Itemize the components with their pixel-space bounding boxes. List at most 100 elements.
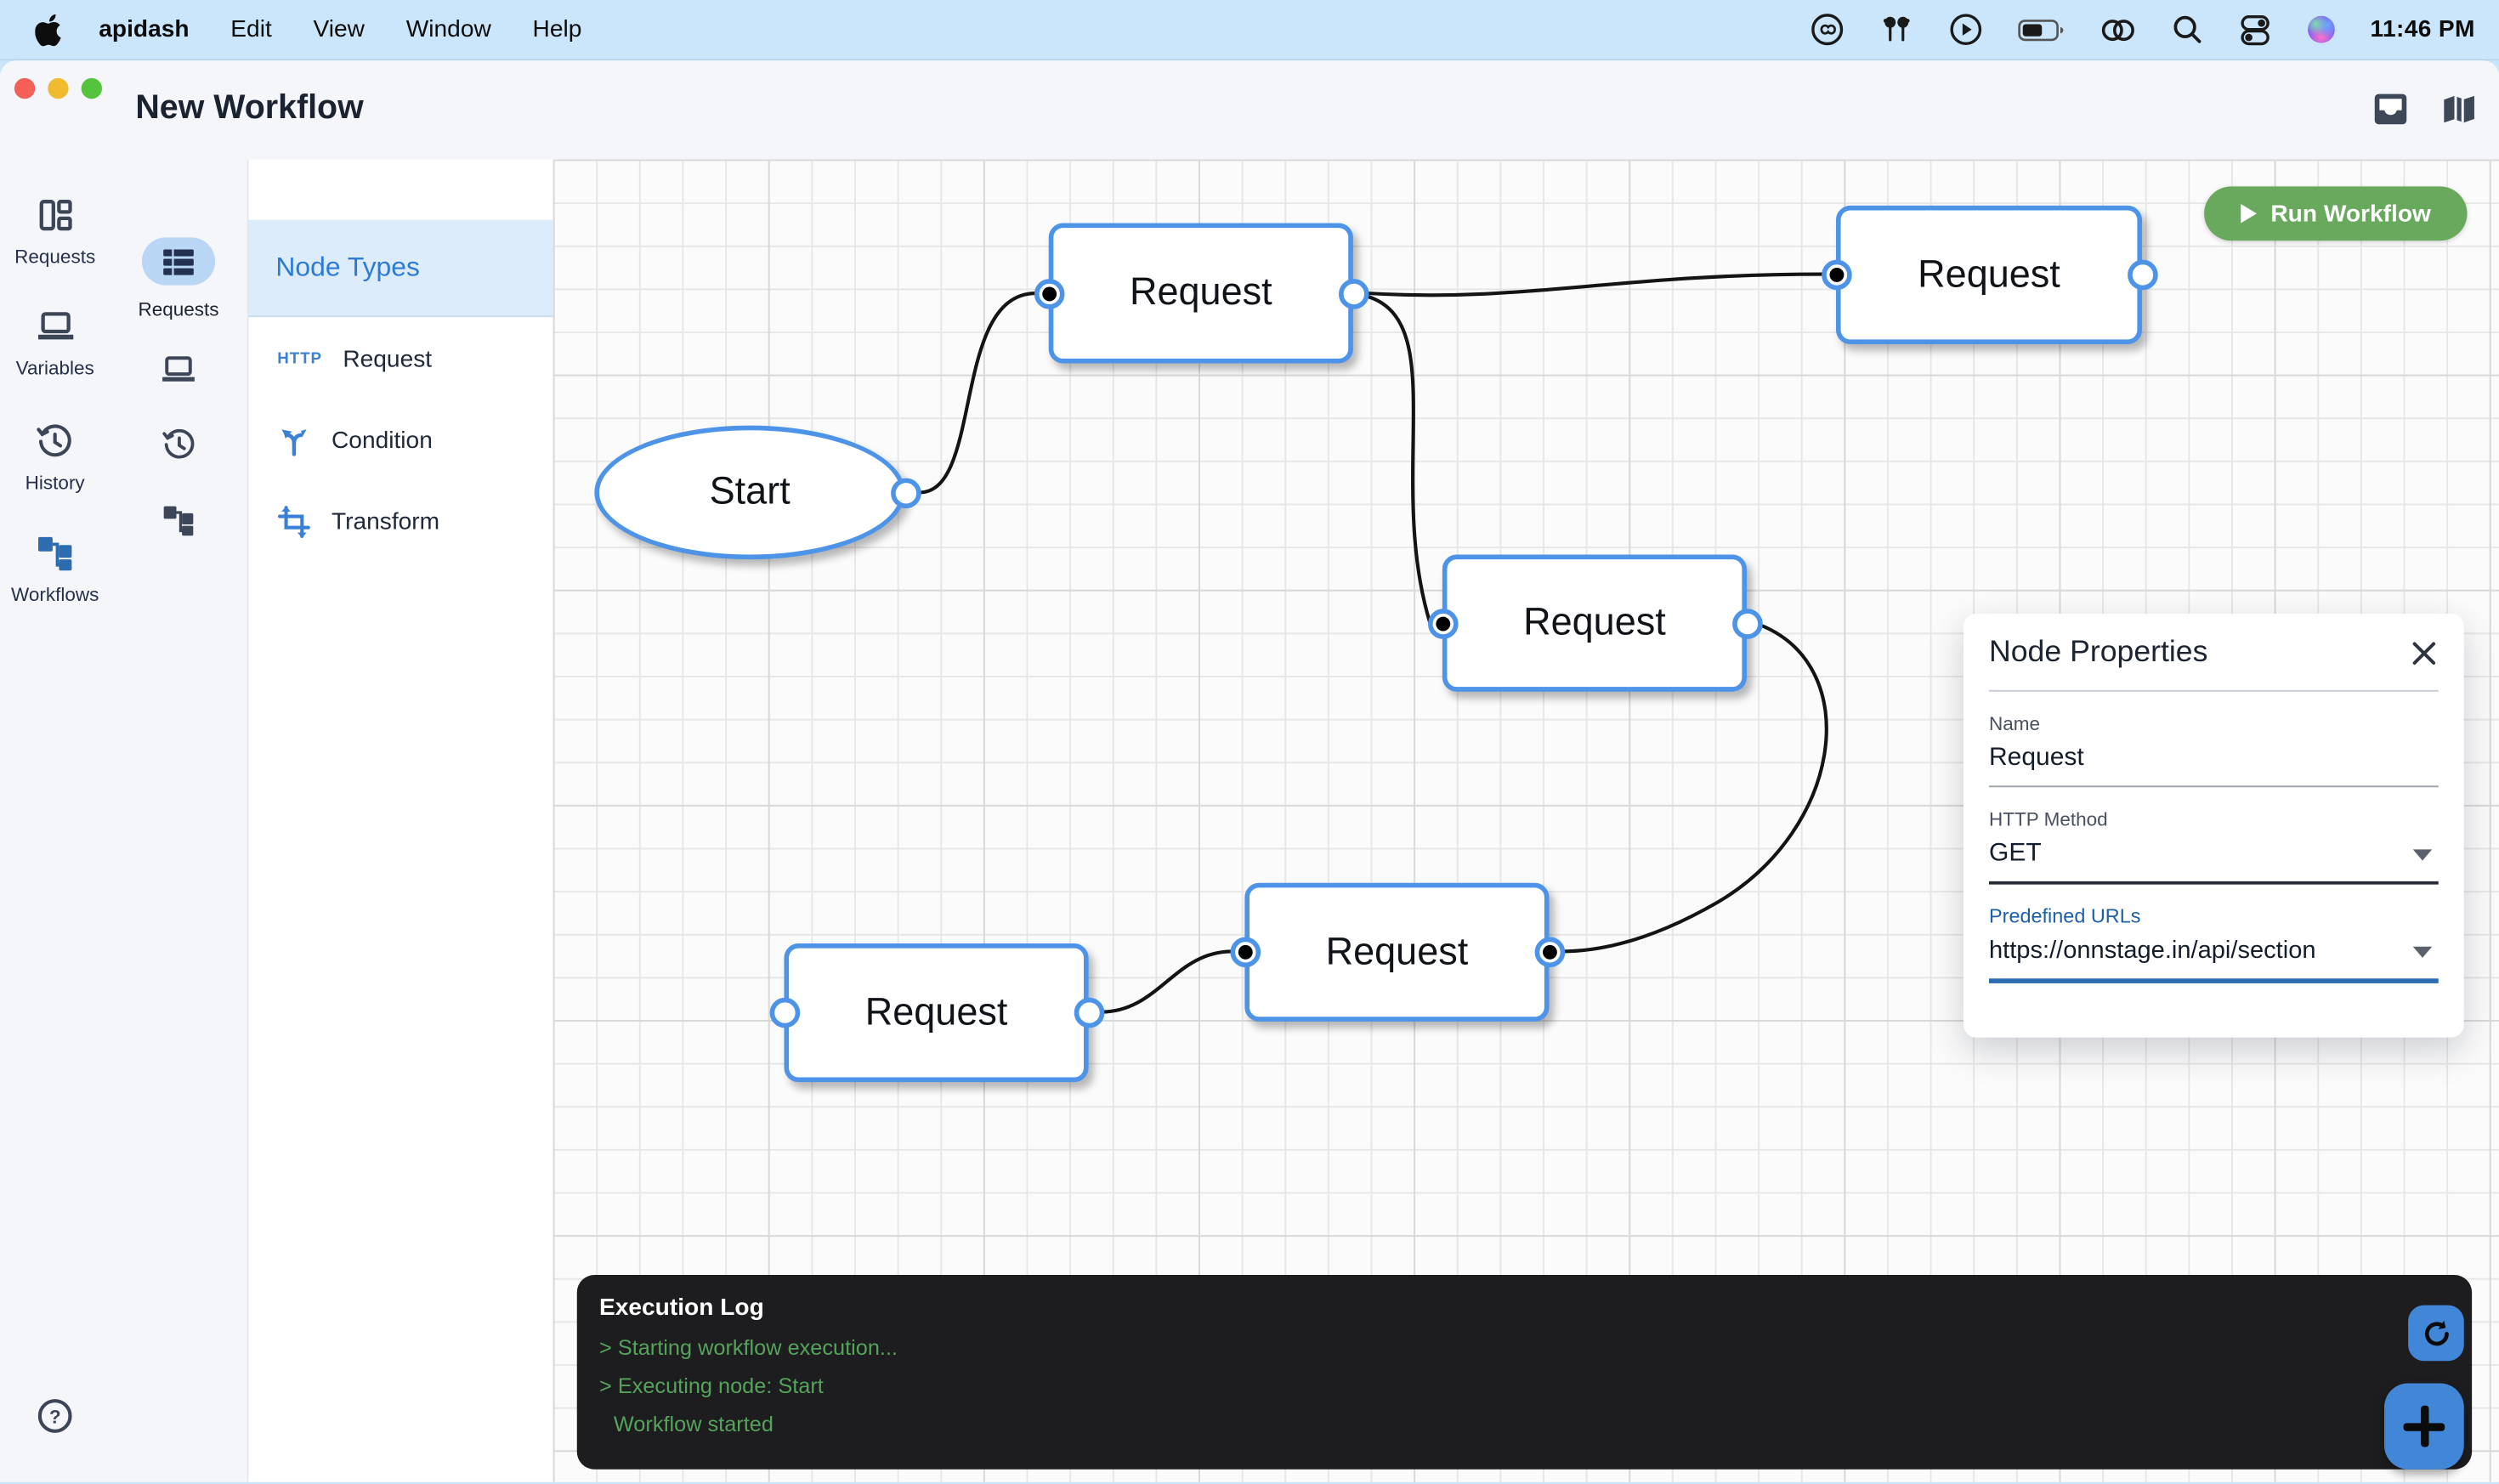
- log-line: > Starting workflow execution...: [599, 1335, 898, 1360]
- branch-icon: [281, 428, 307, 456]
- execution-log-title: Execution Log: [599, 1294, 764, 1322]
- sidebar-item-workflows[interactable]: Workflows: [0, 532, 110, 606]
- run-workflow-label: Run Workflow: [2270, 200, 2431, 228]
- chevron-down-icon[interactable]: [2412, 848, 2433, 860]
- node-port[interactable]: [1229, 936, 1261, 967]
- play-circle-icon[interactable]: [1949, 14, 1982, 46]
- workflow-node-request-3[interactable]: Request: [1442, 554, 1747, 692]
- input-underline: [1989, 881, 2439, 885]
- node-type-transform[interactable]: Transform: [249, 490, 555, 553]
- node-port[interactable]: [1821, 258, 1851, 290]
- sidebar-item-history[interactable]: History: [0, 422, 110, 494]
- predefined-urls-select[interactable]: https://onnstage.in/api/section: [1989, 937, 2316, 965]
- minimize-window-button[interactable]: [48, 77, 69, 99]
- link-icon[interactable]: [2100, 14, 2138, 46]
- node-label: Request: [864, 990, 1008, 1034]
- name-input[interactable]: Request: [1989, 744, 2084, 772]
- macos-menubar: apidash Edit View Window Help: [0, 0, 2499, 61]
- log-line: Workflow started: [613, 1412, 774, 1436]
- workflow-node-request-1[interactable]: Request: [1048, 223, 1353, 364]
- apple-menu-icon[interactable]: [35, 13, 62, 46]
- tray-icon[interactable]: [2373, 93, 2408, 134]
- http-icon: HTTP: [277, 349, 322, 368]
- transform-icon: [278, 505, 310, 538]
- node-port[interactable]: [1427, 608, 1458, 638]
- run-workflow-button[interactable]: Run Workflow: [2204, 186, 2468, 241]
- subrail-item-variables[interactable]: [110, 352, 246, 387]
- refresh-button[interactable]: [2408, 1305, 2464, 1362]
- search-icon[interactable]: [2173, 14, 2203, 46]
- http-method-label: HTTP Method: [1989, 807, 2108, 830]
- workflow-node-request-4[interactable]: Request: [784, 943, 1089, 1083]
- airpods-icon[interactable]: [1879, 14, 1914, 46]
- divider: [1989, 689, 2439, 692]
- node-port[interactable]: [1533, 936, 1565, 967]
- node-types-panel: Node Types HTTP Request Condition Transf…: [246, 159, 555, 1482]
- node-port[interactable]: [1033, 278, 1064, 309]
- help-button[interactable]: ?: [0, 1397, 110, 1434]
- menubar-clock[interactable]: 11:46 PM: [2370, 15, 2475, 43]
- menubar-item-window[interactable]: Window: [405, 15, 491, 43]
- node-type-request[interactable]: HTTP Request: [249, 326, 555, 390]
- refresh-icon: [2423, 1319, 2448, 1345]
- map-icon[interactable]: [2442, 93, 2477, 134]
- subrail-item-requests-active[interactable]: [141, 237, 216, 286]
- sidebar-item-label: Requests: [14, 245, 96, 268]
- siri-icon[interactable]: [2308, 14, 2336, 46]
- control-center-icon[interactable]: [2238, 14, 2273, 46]
- node-label: Request: [1918, 252, 2060, 296]
- predefined-urls-field: Predefined URLs https://onnstage.in/api/…: [1989, 905, 2439, 983]
- predefined-urls-label: Predefined URLs: [1989, 905, 2141, 928]
- node-label: Request: [1325, 930, 1469, 973]
- node-types-title: Node Types: [275, 252, 420, 282]
- node-label: Request: [1523, 600, 1666, 644]
- node-properties-title: Node Properties: [1989, 636, 2208, 670]
- close-window-button[interactable]: [14, 77, 36, 99]
- menubar-item-edit[interactable]: Edit: [230, 15, 272, 43]
- subrail-item-history[interactable]: [110, 428, 246, 462]
- chevron-down-icon[interactable]: [2412, 945, 2433, 957]
- sidebar-item-requests[interactable]: Requests: [0, 196, 110, 268]
- node-type-label: Request: [343, 344, 433, 372]
- node-type-condition[interactable]: Condition: [249, 408, 555, 472]
- http-method-field: HTTP Method GET: [1989, 808, 2439, 885]
- secondary-sidebar: Requests: [110, 159, 247, 1482]
- workflow-node-start[interactable]: Start: [594, 425, 905, 560]
- subrail-item-label: Requests: [138, 297, 219, 320]
- node-port[interactable]: [1073, 996, 1104, 1028]
- menubar-app-name[interactable]: apidash: [99, 15, 190, 43]
- svg-text:?: ?: [49, 1406, 61, 1427]
- sidebar-item-variables[interactable]: Variables: [0, 308, 110, 379]
- node-label: Request: [1129, 270, 1272, 314]
- node-port[interactable]: [1731, 608, 1762, 638]
- node-type-label: Transform: [332, 507, 440, 535]
- add-node-button[interactable]: [2384, 1383, 2464, 1470]
- execution-log-panel: Execution Log > Starting workflow execut…: [576, 1275, 2473, 1470]
- creative-cloud-icon[interactable]: [1810, 14, 1844, 46]
- list-icon: [163, 247, 194, 275]
- node-port[interactable]: [768, 996, 800, 1028]
- history-icon: [162, 428, 194, 459]
- node-properties-panel: Node Properties Name Request HTTP Method…: [1964, 613, 2464, 1038]
- history-icon: [37, 424, 71, 457]
- primary-sidebar: Requests Variables History Workflows ?: [0, 159, 112, 1482]
- page-title: New Workflow: [135, 89, 364, 127]
- plus-icon: [2403, 1405, 2445, 1447]
- workflow-node-request-5[interactable]: Request: [1244, 882, 1550, 1022]
- menubar-item-view[interactable]: View: [313, 15, 365, 43]
- sidebar-item-label: History: [25, 472, 85, 495]
- subrail-item-workflows[interactable]: [110, 502, 246, 537]
- node-types-header: Node Types: [248, 219, 555, 318]
- close-icon[interactable]: [2410, 639, 2439, 668]
- zoom-window-button[interactable]: [81, 77, 102, 99]
- node-port[interactable]: [1338, 278, 1368, 309]
- node-port[interactable]: [890, 477, 921, 508]
- menubar-item-help[interactable]: Help: [532, 15, 582, 43]
- http-method-select[interactable]: GET: [1989, 840, 2042, 867]
- node-type-label: Condition: [332, 426, 433, 454]
- workflow-node-request-2[interactable]: Request: [1836, 205, 2142, 344]
- battery-icon[interactable]: [2018, 14, 2064, 46]
- workflow-icon: [163, 506, 194, 536]
- node-port[interactable]: [2127, 258, 2157, 290]
